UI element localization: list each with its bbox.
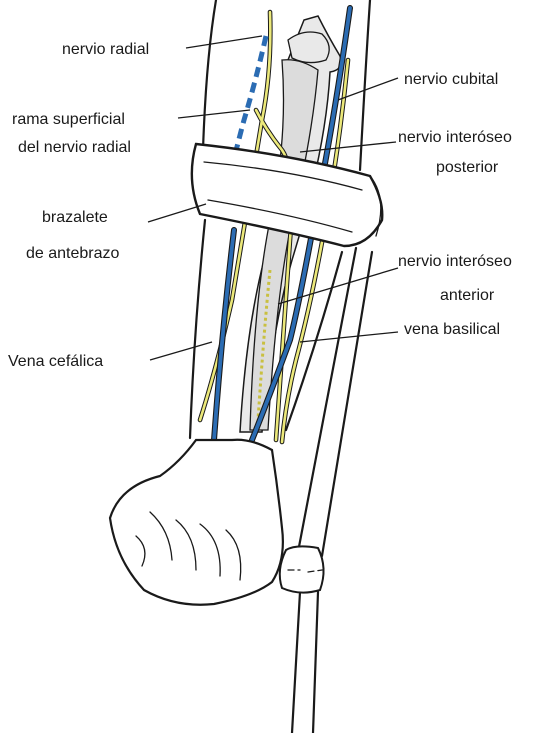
label-anterior-interosseous-1: nervio interóseo <box>398 253 512 270</box>
label-superficial-branch-2: del nervio radial <box>18 139 131 156</box>
label-ulnar-nerve: nervio cubital <box>404 71 498 88</box>
label-posterior-interosseous-2: posterior <box>436 159 499 176</box>
label-superficial-branch-1: rama superficial <box>12 111 125 128</box>
label-radial-nerve: nervio radial <box>62 41 149 58</box>
label-anterior-interosseous-2: anterior <box>440 287 495 304</box>
cephalic-vein <box>214 230 234 440</box>
label-armband-2: de antebrazo <box>26 245 120 262</box>
fist <box>110 440 283 605</box>
label-armband-1: brazalete <box>42 209 108 226</box>
label-cephalic-vein: Vena cefálica <box>8 353 103 370</box>
crutch-grip <box>280 546 324 592</box>
label-basilic-vein: vena basilical <box>404 321 500 338</box>
label-posterior-interosseous-1: nervio interóseo <box>398 129 512 146</box>
forearm-band <box>192 144 382 246</box>
